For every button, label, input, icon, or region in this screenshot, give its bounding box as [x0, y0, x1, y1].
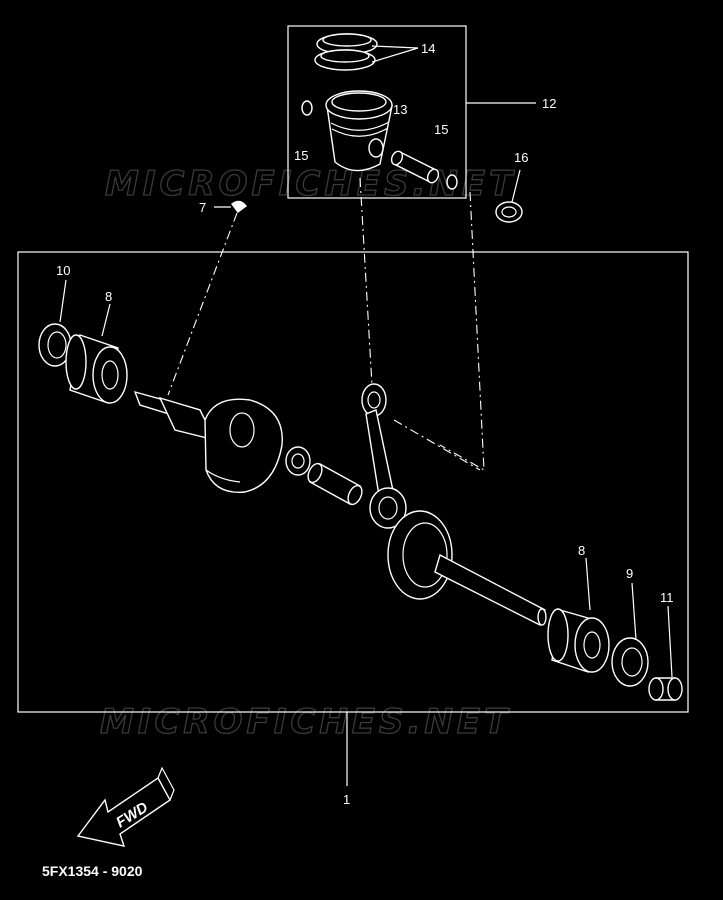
callout-7: 7: [199, 200, 206, 215]
callout-15-right: 15: [434, 122, 448, 137]
leader-14a: [371, 45, 419, 49]
leader-11: [667, 605, 673, 678]
fwd-arrow-icon: FWD: [76, 766, 175, 847]
woodruff-key: [231, 200, 247, 213]
assembly-line-key: [167, 212, 238, 396]
crank-pin: [307, 462, 363, 506]
callout-1: 1: [343, 792, 350, 807]
callout-8-right: 8: [578, 543, 585, 558]
collar: [648, 677, 683, 701]
piston: [325, 90, 393, 172]
callout-11: 11: [660, 590, 674, 605]
crank-half-left: [133, 390, 283, 494]
piston-pin-clip-left: [301, 100, 313, 116]
callout-13: 13: [393, 102, 407, 117]
assembly-line-pin: [439, 191, 485, 471]
bearing-right: [547, 608, 610, 673]
leader-10: [59, 279, 67, 323]
leader-14b: [371, 47, 419, 63]
callout-15-left: 15: [294, 148, 308, 163]
bearing-left: [65, 334, 128, 404]
callout-12: 12: [542, 96, 556, 111]
leader-8a: [101, 303, 111, 337]
oil-seal-right: [611, 637, 649, 687]
callout-8-left: 8: [105, 289, 112, 304]
piston-pin-clip-right: [446, 174, 458, 190]
assembly-line-rod: [393, 419, 481, 471]
callout-16: 16: [514, 150, 528, 165]
leader-8b: [585, 557, 591, 611]
diagram-code: 5FX1354 - 9020: [42, 863, 143, 879]
leader-9: [631, 582, 637, 641]
crankshaft-group-box: [17, 251, 689, 713]
piston-group-box: [287, 25, 467, 199]
small-end-bearing: [495, 201, 523, 223]
connecting-rod: [361, 383, 407, 529]
callout-9: 9: [626, 566, 633, 581]
assembly-line-piston: [359, 177, 373, 386]
piston-pin: [390, 150, 440, 184]
big-end-bearing: [285, 446, 311, 476]
leader-16: [511, 169, 521, 203]
callout-10: 10: [56, 263, 70, 278]
crank-half-right: [387, 510, 547, 626]
callout-14: 14: [421, 41, 435, 56]
piston-rings: [314, 33, 378, 71]
watermark-bottom: MICROFICHES.NET: [100, 702, 511, 742]
